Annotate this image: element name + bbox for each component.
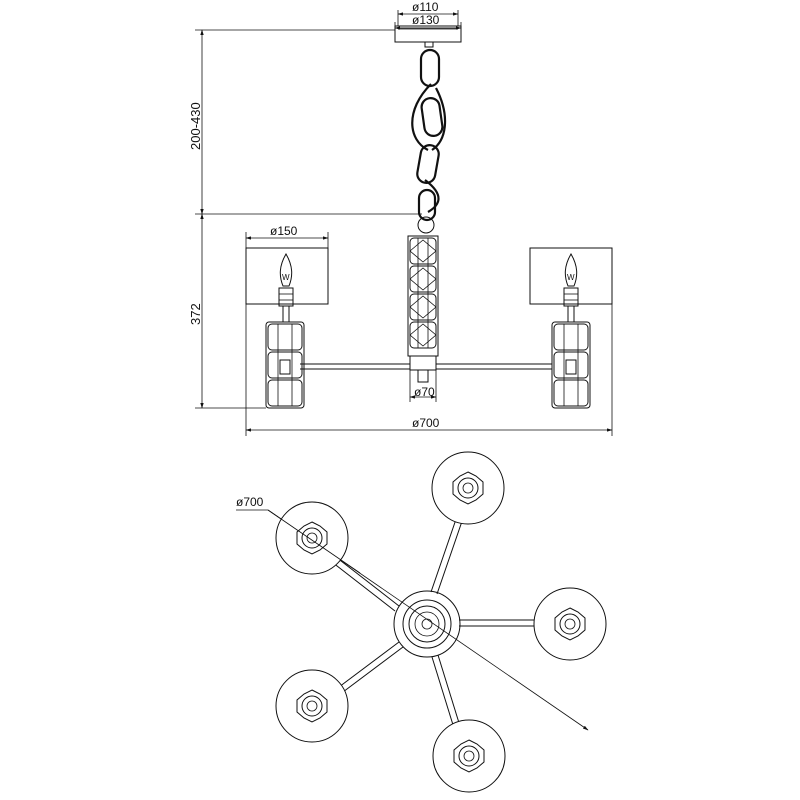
chain bbox=[411, 48, 447, 234]
right-crystals bbox=[551, 321, 591, 409]
overall-width-label: ø700 bbox=[412, 416, 440, 430]
arms bbox=[300, 363, 552, 370]
top-lamp-5 bbox=[275, 501, 349, 575]
central-crystals bbox=[409, 237, 437, 349]
top-lamp-1 bbox=[431, 451, 505, 525]
lamp-height-dimension: 372 bbox=[188, 213, 266, 409]
chain-length-label: 200-430 bbox=[188, 102, 203, 150]
central-column bbox=[407, 235, 439, 383]
left-lamp: W bbox=[245, 247, 329, 409]
left-bulb bbox=[279, 253, 293, 287]
svg-text:W: W bbox=[567, 273, 575, 282]
svg-text:W: W bbox=[282, 273, 290, 282]
hub-dimension: ø70 bbox=[409, 370, 437, 402]
top-view: ø700 bbox=[236, 451, 607, 793]
left-shade bbox=[245, 247, 329, 305]
canopy-dimensions: ø110 ø130 bbox=[394, 0, 462, 30]
top-diameter-label: ø700 bbox=[236, 495, 264, 509]
shade-diameter-label: ø150 bbox=[270, 224, 298, 238]
canopy bbox=[394, 25, 462, 48]
right-bulb bbox=[564, 253, 578, 287]
top-lamp-4 bbox=[275, 669, 349, 743]
right-shade bbox=[529, 247, 613, 305]
lamp-height-label: 372 bbox=[188, 303, 203, 325]
canopy-inner-label: ø110 bbox=[412, 0, 439, 14]
top-hub bbox=[393, 590, 461, 658]
top-lamp-3 bbox=[432, 719, 506, 793]
canopy-outer-label: ø130 bbox=[412, 13, 440, 27]
hub-diameter-label: ø70 bbox=[414, 385, 435, 399]
shade-dimension: ø150 bbox=[245, 224, 329, 248]
overall-width-dimension: ø700 bbox=[245, 304, 613, 436]
top-lamp-2 bbox=[533, 587, 607, 661]
side-view: ø110 ø130 200-430 bbox=[188, 0, 613, 436]
chain-height-dimension: 200-430 bbox=[188, 29, 422, 215]
right-lamp: W bbox=[529, 247, 613, 409]
left-crystals bbox=[265, 321, 305, 409]
